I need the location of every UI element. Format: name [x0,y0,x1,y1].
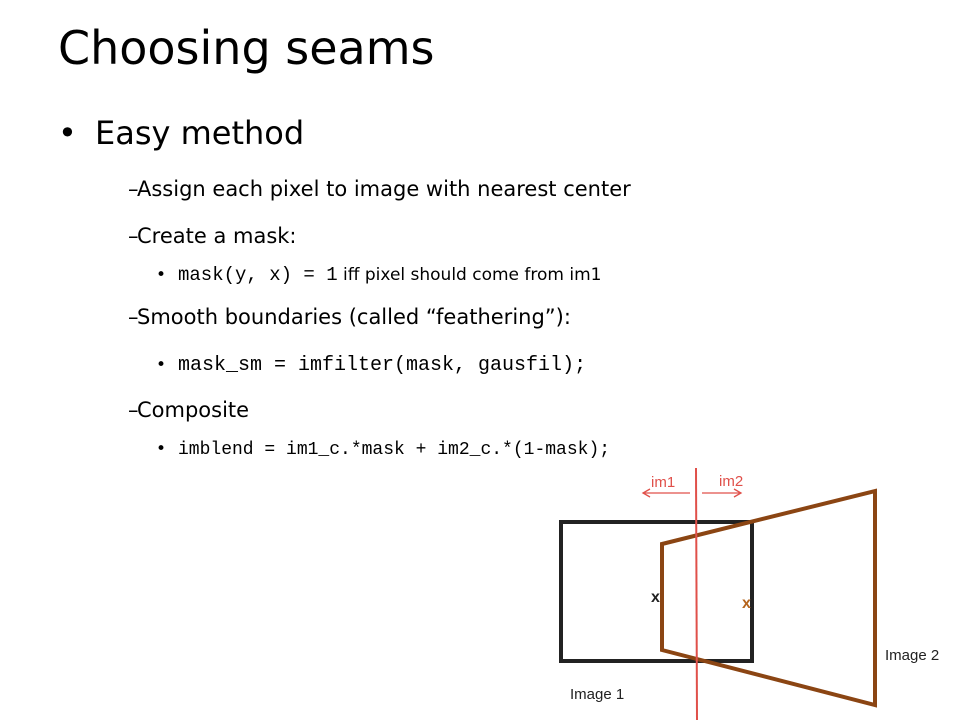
image2-quad [660,488,877,708]
mask-code: mask(y, x) = 1 [178,264,338,286]
dot-marker: • [156,355,167,375]
feather-code: mask_sm = imfilter(mask, gausfil); [178,354,587,377]
composite-code: imblend = im1_c.*mask + im2_c.*(1-mask); [178,440,611,460]
sub-create-mask: Create a mask: [137,224,297,248]
label-im2: im2 [719,473,743,490]
center1-mark: x [651,589,660,606]
sub-smooth-boundaries: Smooth boundaries (called “feathering”): [137,305,571,329]
dash-marker: – [128,398,139,422]
dot-marker: • [156,439,167,459]
sub-assign-pixel: Assign each pixel to image with nearest … [137,177,631,201]
im2-arrow-head [733,488,743,498]
dash-marker: – [128,177,139,201]
bullet-marker: • [58,114,77,152]
bullet-easy-method: Easy method [95,114,305,152]
mask-explanation: iff pixel should come from im1 [343,265,602,285]
dash-marker: – [128,224,139,248]
seam-line [695,467,698,720]
mask-definition: mask(y, x) = 1 iff pixel should come fro… [178,263,601,287]
im1-arrow-head [641,488,651,498]
dot-marker: • [156,265,167,285]
label-image1: Image 1 [570,686,624,703]
center2-mark: x [742,595,751,612]
label-im1: im1 [651,474,675,491]
sub-composite: Composite [137,398,250,422]
page-title: Choosing seams [58,21,435,75]
dash-marker: – [128,305,139,329]
label-image2: Image 2 [885,647,939,664]
image1-rect [559,520,754,663]
